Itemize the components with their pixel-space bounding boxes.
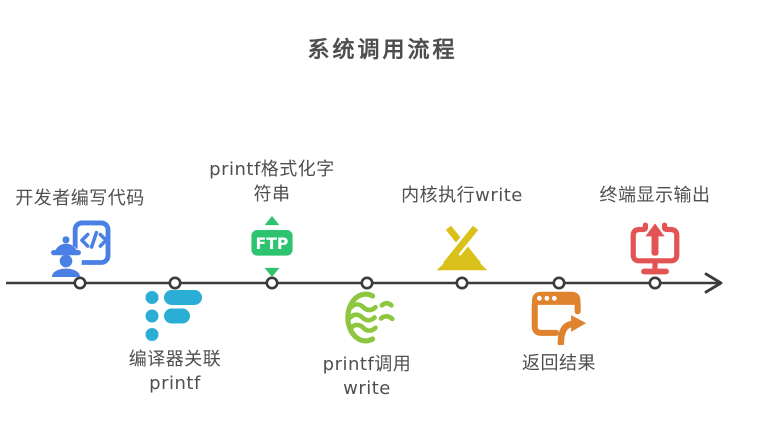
node-label: 终端显示输出 xyxy=(599,184,711,206)
node-label: 返回结果 xyxy=(522,353,596,374)
timeline-marker xyxy=(552,276,566,290)
timeline-node-developer: 开发者编写代码 xyxy=(0,187,168,277)
timeline-node-terminal-label: 终端显示输出 xyxy=(567,184,743,217)
node-label: 内核执行write xyxy=(401,184,523,206)
page-title: 系统调用流程 xyxy=(307,38,458,63)
list-icon xyxy=(145,290,202,341)
timeline-node-printf-write: printf调用 write xyxy=(279,289,455,402)
timeline-marker xyxy=(648,276,662,290)
developer-icon xyxy=(49,220,111,277)
timeline-marker xyxy=(265,276,279,290)
timeline-node-compiler: 编译器关联 printf xyxy=(87,289,263,397)
timeline-marker xyxy=(360,276,374,290)
timeline-marker xyxy=(455,276,469,290)
timeline-marker xyxy=(168,276,182,290)
node-label: printf格式化字 符串 xyxy=(209,159,335,205)
timeline-marker xyxy=(73,276,87,290)
monitor-upload-icon xyxy=(630,222,680,275)
timeline-node-kernel xyxy=(374,226,550,277)
node-label: 编译器关联 printf xyxy=(128,349,222,395)
campground-icon xyxy=(436,226,488,271)
node-label: printf调用 write xyxy=(322,354,412,400)
node-label: 开发者编写代码 xyxy=(15,187,145,209)
window-redirect-icon xyxy=(531,291,587,345)
timeline-axis xyxy=(6,272,723,294)
timeline-node-return: 返回结果 xyxy=(471,289,647,376)
timeline-node-printf-format: printf格式化字 符串 FTP xyxy=(184,158,360,277)
timeline-node-terminal xyxy=(567,222,743,277)
ftp-transfer-icon: FTP xyxy=(251,216,293,277)
timeline-node-kernel-label: 内核执行write xyxy=(374,184,550,217)
arrowhead-icon xyxy=(704,272,723,294)
stream-icon xyxy=(345,291,395,344)
ftp-icon-label: FTP xyxy=(256,234,289,253)
